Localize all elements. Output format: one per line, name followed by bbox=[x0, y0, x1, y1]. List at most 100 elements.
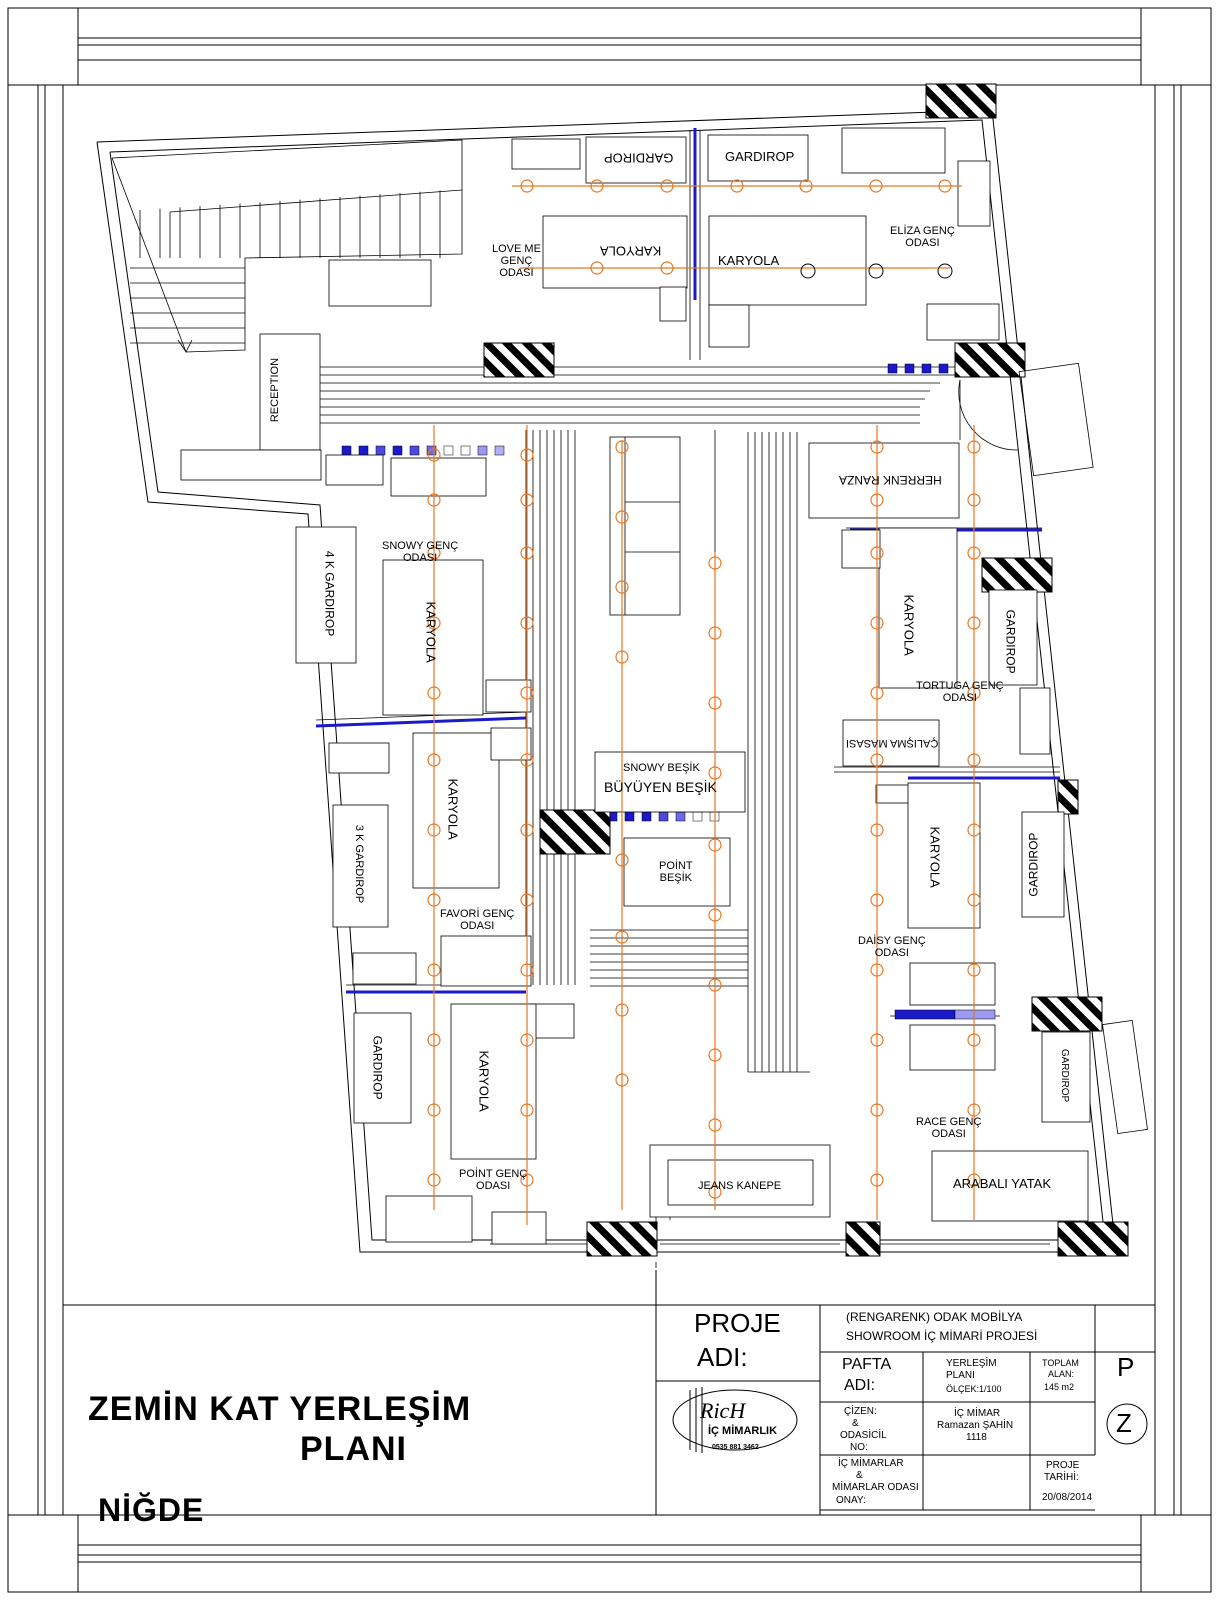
staircase bbox=[111, 139, 463, 353]
light-fixture-icon bbox=[427, 1033, 441, 1047]
light-fixture-icon bbox=[708, 626, 722, 640]
light-fixture-icon bbox=[427, 546, 441, 560]
light-fixture-icon bbox=[427, 893, 441, 907]
sheet-title-line1: ZEMİN KAT YERLEŞİM bbox=[88, 1390, 472, 1428]
gardirop-label-eliza: GARDIROP bbox=[725, 149, 795, 164]
karyola-label-point: KARYOLA bbox=[476, 1050, 492, 1112]
light-fixture-icon bbox=[615, 1073, 629, 1087]
tb-cizen-4: NO: bbox=[850, 1442, 868, 1453]
tb-pafta-value-1: YERLEŞİM bbox=[946, 1358, 997, 1369]
light-fixture-icon bbox=[870, 893, 884, 907]
light-fixture-icon bbox=[520, 1103, 534, 1117]
ceiling-spot-icon bbox=[937, 263, 953, 279]
light-fixture-icon bbox=[520, 753, 534, 767]
light-fixture-icon bbox=[708, 1185, 722, 1199]
karyola-label-daisy: KARYOLA bbox=[927, 826, 943, 888]
light-fixture-icon bbox=[660, 179, 674, 193]
light-fixture-icon bbox=[870, 546, 884, 560]
light-fixture-icon bbox=[427, 823, 441, 837]
light-fixture-icon bbox=[615, 650, 629, 664]
light-fixture-icon bbox=[520, 546, 534, 560]
tb-area-1: TOPLAM bbox=[1042, 1358, 1079, 1368]
light-fixture-icon bbox=[590, 261, 604, 275]
sheet-city: NİĞDE bbox=[98, 1492, 205, 1528]
light-fixture-icon bbox=[708, 908, 722, 922]
tb-cizen-3: ODASİCİL bbox=[840, 1430, 887, 1441]
tb-adi-label: ADI: bbox=[697, 1342, 748, 1372]
light-fixture-icon bbox=[520, 963, 534, 977]
light-fixture-icon bbox=[427, 686, 441, 700]
glass-blocks bbox=[341, 363, 996, 1020]
light-fixture-icon bbox=[967, 1173, 981, 1187]
light-fixture-icon bbox=[869, 179, 883, 193]
light-fixture-icon bbox=[427, 493, 441, 507]
light-fixture-icon bbox=[967, 440, 981, 454]
light-fixture-icon bbox=[427, 963, 441, 977]
light-fixture-icon bbox=[615, 930, 629, 944]
title-block bbox=[62, 1270, 1156, 1516]
light-fixture-icon bbox=[967, 753, 981, 767]
snowy-besik-label: SNOWY BEŞİK bbox=[623, 762, 700, 774]
tb-proje-label: PROJE bbox=[694, 1308, 781, 1338]
tb-date-2: TARİHİ: bbox=[1044, 1472, 1079, 1483]
reception-label: RECEPTION bbox=[269, 357, 282, 423]
light-fixture-icon bbox=[870, 1103, 884, 1117]
ceiling-spot-icon bbox=[800, 263, 816, 279]
light-fixture-icon bbox=[427, 1173, 441, 1187]
light-fixture-icon bbox=[590, 179, 604, 193]
karyola-label-favori: KARYOLA bbox=[445, 778, 461, 840]
lighting-lines bbox=[433, 185, 975, 1225]
light-fixture-icon bbox=[520, 493, 534, 507]
light-fixture-icon bbox=[870, 963, 884, 977]
light-fixture-icon bbox=[520, 448, 534, 462]
light-fixture-icon bbox=[708, 978, 722, 992]
light-fixture-icon bbox=[730, 179, 744, 193]
tb-architect-2: Ramazan ŞAHİN bbox=[937, 1420, 1014, 1431]
structural-columns bbox=[483, 83, 1129, 1257]
tb-onay-1: İÇ MİMARLAR bbox=[838, 1458, 904, 1469]
tb-scale: ÖLÇEK:1/100 bbox=[946, 1384, 1002, 1394]
tb-area-value: 145 m2 bbox=[1044, 1382, 1075, 1392]
light-fixture-icon bbox=[615, 853, 629, 867]
light-fixture-icon bbox=[870, 1173, 884, 1187]
light-fixture-icon bbox=[520, 1173, 534, 1187]
gardirop-label-love-me: GARDIROP bbox=[604, 150, 674, 166]
gardirop-label-point: GARDIROP bbox=[370, 1035, 385, 1100]
light-fixture-icon bbox=[870, 823, 884, 837]
buyuyen-besik-label: BÜYÜYEN BEŞİK bbox=[604, 779, 717, 795]
tb-area-2: ALAN: bbox=[1048, 1369, 1075, 1379]
karyola-label-snowy: KARYOLA bbox=[423, 601, 439, 663]
tb-project-line1: (RENGARENK) ODAK MOBİLYA bbox=[846, 1310, 1023, 1324]
light-fixture-icon bbox=[967, 1103, 981, 1117]
light-fixture-icon bbox=[967, 893, 981, 907]
light-fixture-icon bbox=[967, 1033, 981, 1047]
light-fixture-icon bbox=[615, 1003, 629, 1017]
tb-date-1: PROJE bbox=[1046, 1460, 1080, 1471]
tb-architect-3: 1118 bbox=[966, 1432, 987, 1443]
calisma-masasi-label: ÇALIŞMA MASASI bbox=[846, 737, 939, 750]
light-fixture-icon bbox=[870, 686, 884, 700]
light-fixture-icon bbox=[520, 686, 534, 700]
corridor-bands bbox=[316, 130, 1000, 1073]
jeans-kanepe-label: JEANS KANEPE bbox=[698, 1180, 782, 1192]
light-fixture-icon bbox=[615, 580, 629, 594]
light-fixture-icon bbox=[870, 616, 884, 630]
light-fixture-icon bbox=[708, 838, 722, 852]
light-fixture-icon bbox=[799, 179, 813, 193]
light-fixture-icon bbox=[967, 546, 981, 560]
gardirop-label-race: GARDIROP bbox=[1059, 1048, 1071, 1103]
tb-pafta-label: PAFTA bbox=[842, 1356, 892, 1373]
light-fixture-icon bbox=[870, 753, 884, 767]
light-fixture-icon bbox=[870, 1033, 884, 1047]
gardirop-4k-label: 4 K GARDIROP bbox=[322, 550, 337, 637]
logo-mark bbox=[672, 1387, 798, 1453]
logo-phone: 0535 881 3462 bbox=[712, 1444, 759, 1451]
light-fixture-icon bbox=[615, 440, 629, 454]
